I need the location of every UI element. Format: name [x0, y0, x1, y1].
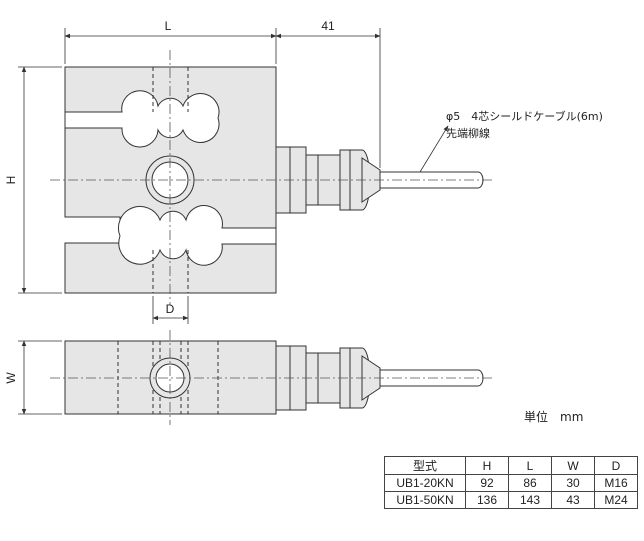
cell: M24	[594, 491, 638, 509]
spec-table: 型式 H L W D UB1-20KN 92 86 30 M16 UB1-50K…	[384, 456, 638, 509]
cell: 136	[465, 491, 509, 509]
cell: 30	[551, 474, 595, 492]
upper-slot	[64, 90, 220, 148]
table-row: UB1-20KN 92 86 30 M16	[384, 474, 638, 492]
cable-note-line2: 先端柳線	[446, 126, 490, 140]
dim-h-label: H	[4, 176, 18, 185]
lower-slot	[117, 205, 277, 266]
cell: 43	[551, 491, 595, 509]
cell: 92	[465, 474, 509, 492]
cell: UB1-20KN	[384, 474, 466, 492]
header-l: L	[508, 456, 552, 475]
cable-note-line1: φ5 4芯シールドケーブル(6m)	[446, 109, 603, 123]
unit-note: 単位 mm	[524, 410, 584, 424]
cell: UB1-50KN	[384, 491, 466, 509]
header-h: H	[465, 456, 509, 475]
cell: M16	[594, 474, 638, 492]
dim-41-label: 41	[321, 19, 335, 33]
header-d: D	[594, 456, 638, 475]
table-row: UB1-50KN 136 143 43 M24	[384, 491, 638, 509]
side-view	[64, 340, 484, 415]
dim-l-label: L	[165, 19, 172, 33]
dim-w-label: W	[4, 372, 18, 384]
header-model: 型式	[384, 456, 466, 475]
front-view	[64, 66, 484, 294]
cell: 86	[508, 474, 552, 492]
cell: 143	[508, 491, 552, 509]
dim-d-label: D	[166, 302, 175, 316]
header-w: W	[551, 456, 595, 475]
spec-table-header: 型式 H L W D	[384, 456, 638, 475]
